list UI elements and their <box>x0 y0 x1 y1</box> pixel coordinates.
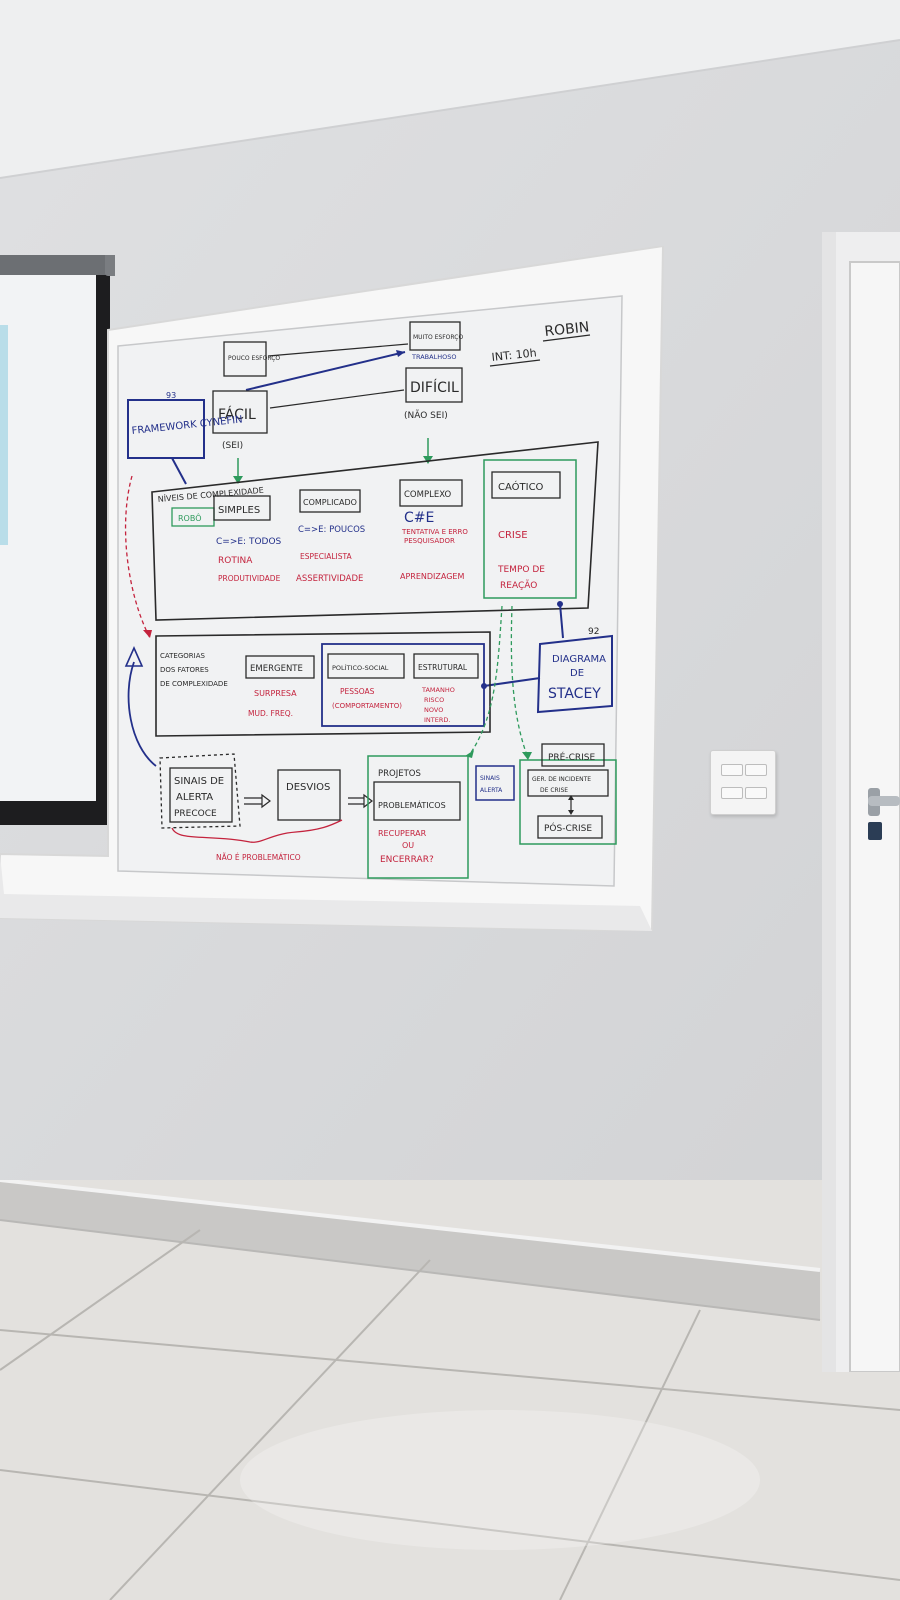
projects-line1: PROJETOS <box>378 769 421 779</box>
complicated-line2: ESPECIALISTA <box>300 552 352 561</box>
stacey-line1: DIAGRAMA <box>552 654 606 665</box>
header-time: INT: 10h <box>491 346 537 364</box>
complicated-label: COMPLICADO <box>303 498 357 507</box>
hard-label: DIFÍCIL <box>410 379 459 396</box>
stacey-box <box>536 634 613 714</box>
complicated-line1: C=>E: POUCOS <box>298 525 365 535</box>
crisis-mgmt-line1: GER. DE INCIDENTE <box>532 776 591 783</box>
emergent-line2: MUD. FREQ. <box>248 709 293 718</box>
post-crisis-label: PÓS-CRISE <box>544 822 592 834</box>
complex-label: COMPLEXO <box>404 490 451 500</box>
stacey-line2: DE <box>570 668 584 679</box>
easy-label: FÁCIL <box>218 406 256 423</box>
low-effort-label: POUCO ESFORÇO <box>228 355 280 362</box>
recover-line1: RECUPERAR <box>378 829 427 838</box>
chaotic-line2: TEMPO DE <box>497 565 545 575</box>
board-surface <box>117 295 623 887</box>
switch-button[interactable] <box>721 787 743 799</box>
alert-signals-line1: SINAIS <box>480 775 500 782</box>
structural-line3: NOVO <box>424 706 443 714</box>
high-effort-note: TRABALHOSO <box>411 353 456 361</box>
factors-title-3: DE COMPLEXIDADE <box>160 680 228 688</box>
light-switch[interactable] <box>710 750 776 815</box>
switch-button[interactable] <box>721 764 743 776</box>
factors-box <box>155 631 491 737</box>
simple-line2: ROTINA <box>218 556 253 566</box>
crisis-mgmt-line2: DE CRISE <box>540 787 568 794</box>
signals-line1: SINAIS DE <box>174 776 224 787</box>
political-label: POLÍTICO-SOCIAL <box>332 663 389 672</box>
chaotic-line3: REAÇÃO <box>500 580 537 591</box>
switch-button[interactable] <box>745 787 767 799</box>
signals-line2: ALERTA <box>176 792 213 803</box>
whiteboard: INT: 10h ROBIN POUCO ESFORÇO MUITO ESFOR… <box>0 244 665 933</box>
recover-line2: OU <box>402 841 414 850</box>
factors-title-1: CATEGORIAS <box>160 652 205 660</box>
deviations-label: DESVIOS <box>286 782 330 793</box>
floor <box>0 1180 900 1600</box>
easy-note: (SEI) <box>222 441 243 451</box>
framework-number: 93 <box>166 391 176 400</box>
not-problematic-label: NÃO É PROBLEMÁTICO <box>216 853 301 862</box>
stacey-number: 92 <box>588 627 599 637</box>
chaotic-line1: CRISE <box>498 530 528 541</box>
complex-line1: C#E <box>404 510 434 526</box>
emergent-line1: SURPRESA <box>254 689 297 698</box>
complex-line2: TENTATIVA E ERRO <box>401 528 468 536</box>
political-line1: PESSOAS <box>340 687 375 696</box>
complicated-line3: ASSERTIVIDADE <box>296 574 363 584</box>
recover-line3: ENCERRAR? <box>380 855 434 865</box>
door-handle[interactable] <box>866 788 900 848</box>
simple-label: SIMPLES <box>218 505 260 516</box>
complexity-box <box>151 441 599 621</box>
structural-line1: TAMANHO <box>421 686 455 694</box>
structural-label: ESTRUTURAL <box>418 663 468 672</box>
stacey-line3: STACEY <box>548 686 601 702</box>
simple-line3: PRODUTIVIDADE <box>218 574 281 583</box>
political-line2: (COMPORTAMENTO) <box>332 702 402 710</box>
signals-line3: PRECOCE <box>174 809 217 819</box>
robot-label: ROBÔ <box>178 512 202 523</box>
pre-crisis-label: PRÉ-CRISE <box>548 751 596 763</box>
simple-line1: C=>E: TODOS <box>216 537 282 547</box>
projects-line2: PROBLEMÁTICOS <box>378 799 446 810</box>
chaotic-label: CAÓTICO <box>498 480 544 493</box>
factors-title-2: DOS FATORES <box>160 666 209 674</box>
projector-screen <box>0 255 115 825</box>
high-effort-label: MUITO ESFORÇO <box>413 334 463 341</box>
complex-line3: PESQUISADOR <box>404 537 455 545</box>
switch-button[interactable] <box>745 764 767 776</box>
structural-line4: INTERD. <box>424 716 450 724</box>
structural-line2: RISCO <box>424 696 444 704</box>
complex-line4: APRENDIZAGEM <box>400 572 464 581</box>
emergent-label: EMERGENTE <box>250 664 303 674</box>
header-name: ROBIN <box>544 319 590 340</box>
hard-note: (NÃO SEI) <box>404 410 448 421</box>
alert-signals-line2: ALERTA <box>480 787 503 794</box>
